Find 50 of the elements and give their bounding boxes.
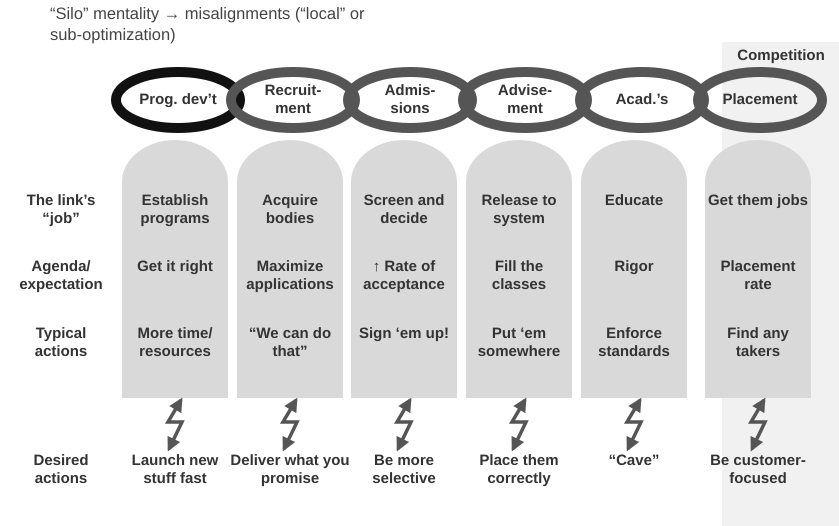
cell-text: Enforce standards	[597, 325, 671, 361]
lightning-double-arrow	[164, 398, 185, 452]
lightning-double-arrow	[394, 398, 414, 452]
cell-text: Put ‘em somewhere	[476, 325, 562, 361]
link-label: Prog. dev’t	[138, 90, 218, 110]
cell-text: “We can do that”	[248, 325, 332, 361]
chain-link-ring	[343, 67, 477, 133]
cell-text: Educate	[604, 192, 664, 210]
row-label: Typical actions	[34, 325, 88, 361]
lightning-double-arrow	[508, 398, 529, 452]
heading: “Silo” mentality → misalignments (“local” or sub-optimization)	[50, 4, 366, 46]
column-card	[122, 140, 228, 398]
chain-link-ring	[111, 67, 245, 133]
lightning-double-arrow	[280, 398, 300, 452]
lightning-double-arrow	[624, 398, 644, 452]
cell-text: More time/ resources	[136, 325, 214, 361]
cell-text: Get it right	[136, 258, 214, 276]
cell-text: Release to system	[480, 192, 558, 228]
cell-text: Screen and decide	[362, 192, 446, 228]
row-label: Agenda/ expectation	[18, 258, 104, 294]
link-label: Admis- sions	[384, 82, 436, 118]
cell-text: Acquire bodies	[261, 192, 319, 228]
row-label: The link’s “job”	[26, 192, 96, 228]
cell-text: Placement rate	[719, 258, 797, 294]
cell-text: Get them jobs	[706, 192, 809, 210]
link-label: Acad.’s	[614, 90, 670, 110]
column-card	[705, 140, 811, 398]
row-label: Desired actions	[32, 452, 90, 488]
chain-link-ring	[693, 67, 827, 133]
desired-action-text: Be customer- focused	[698, 452, 818, 488]
cell-text: Find any takers	[726, 325, 790, 361]
column-card	[237, 140, 343, 398]
cell-text: Fill the classes	[490, 258, 548, 294]
chain-link-ring	[458, 67, 592, 133]
desired-action-text: Deliver what you promise	[230, 452, 350, 488]
band-heading: Competition	[736, 47, 826, 65]
lightning-double-arrow	[748, 398, 768, 452]
cell-text: Sign ‘em up!	[358, 325, 450, 343]
chain-link-ring	[226, 67, 360, 133]
column-card	[581, 140, 687, 398]
cell-text: Rigor	[613, 258, 655, 276]
cell-text: ↑ Rate of acceptance	[362, 258, 446, 294]
cell-text: Maximize applications	[245, 258, 335, 294]
cell-text: Establish programs	[139, 192, 211, 228]
link-label: Recruit- ment	[264, 82, 322, 118]
link-label: Advise- ment	[496, 82, 554, 118]
column-card	[466, 140, 572, 398]
link-label: Placement	[721, 90, 799, 110]
column-card	[351, 140, 457, 398]
chain-link-ring	[575, 67, 709, 133]
